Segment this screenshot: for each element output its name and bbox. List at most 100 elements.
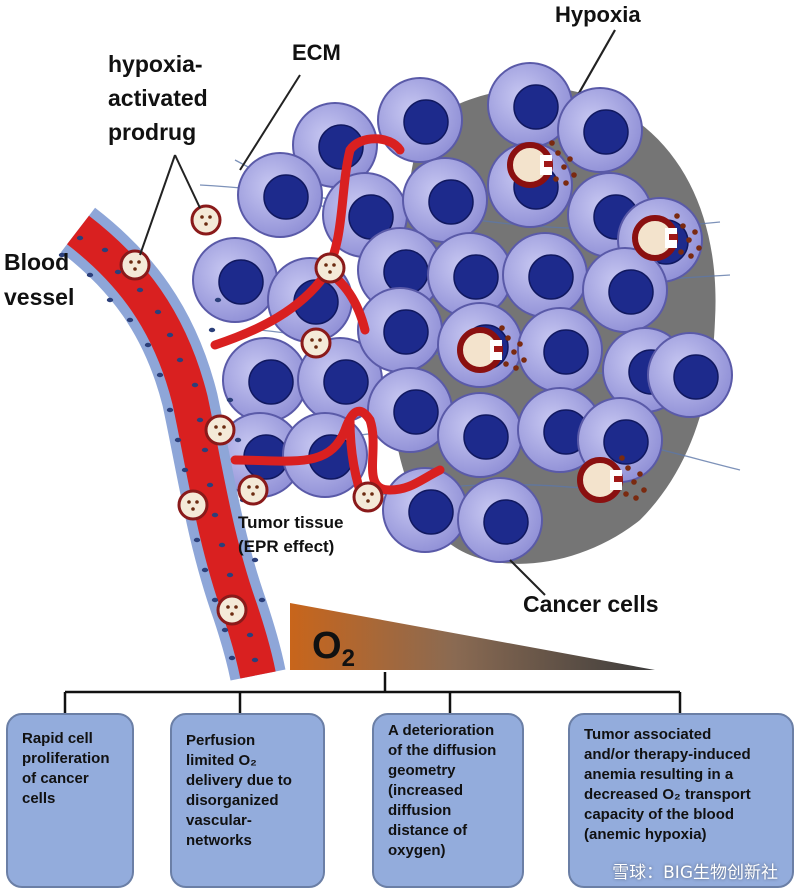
endothelial-nucleus (166, 407, 174, 413)
endothelial-nucleus (86, 272, 94, 278)
box-line: Tumor associated (584, 726, 712, 743)
box-line: vascular- (186, 812, 252, 829)
box-line: decreased O₂ transport (584, 786, 751, 803)
blood-vessel-label-line1: Blood (4, 249, 69, 275)
cancer-cell (502, 232, 588, 318)
endothelial-nucleus (196, 417, 204, 423)
endothelial-nucleus (174, 437, 182, 443)
box-line: limited O₂ (186, 752, 257, 769)
prodrug-particle (237, 474, 269, 506)
box-line: Rapid cell (22, 730, 93, 747)
prodrug-label-line1: hypoxia- (108, 51, 203, 77)
cancer-cell (437, 392, 523, 478)
endothelial-nucleus (228, 655, 236, 661)
box-line: oxygen) (388, 842, 446, 859)
endothelial-nucleus (234, 437, 242, 443)
endothelial-nucleus (114, 269, 122, 275)
endothelial-nucleus (208, 327, 216, 333)
cause-box-perfusion: Perfusion limited O₂ delivery due to dis… (170, 713, 325, 888)
endothelial-nucleus (251, 657, 259, 663)
cell-nucleus (483, 499, 529, 545)
endothelial-nucleus (251, 557, 259, 563)
box-line: cells (22, 790, 56, 807)
cancer-cell (402, 157, 488, 243)
cell-nucleus (248, 359, 294, 405)
box-line: networks (186, 832, 252, 849)
blood-vessel-label-line2: vessel (4, 284, 74, 310)
box-line: geometry (388, 762, 456, 779)
prodrug-particle (300, 327, 332, 359)
cell-nucleus (513, 84, 559, 130)
prodrug-label-line3: prodrug (108, 119, 196, 145)
prodrug-particle (204, 414, 236, 446)
endothelial-nucleus (226, 397, 234, 403)
cause-box-proliferation: Rapid cell proliferation of cancer cells (6, 713, 134, 888)
cancer-cell (517, 307, 603, 393)
prodrug-particle (352, 481, 384, 513)
endothelial-nucleus (221, 627, 229, 633)
cancer-cells-pointer (509, 559, 546, 596)
bracket-connector (63, 672, 682, 715)
endothelial-nucleus (226, 572, 234, 578)
endothelial-nucleus (211, 597, 219, 603)
endothelial-nucleus (126, 317, 134, 323)
endothelial-nucleus (191, 382, 199, 388)
ecm-pointer (239, 74, 301, 171)
cancer-cell (237, 152, 323, 238)
endothelial-nucleus (101, 247, 109, 253)
box-line: of cancer (22, 770, 89, 787)
endothelial-nucleus (58, 252, 66, 258)
cancer-cell (222, 337, 308, 423)
box-line: proliferation (22, 750, 110, 767)
endothelial-nucleus (201, 447, 209, 453)
cancer-cell (367, 367, 453, 453)
endothelial-nucleus (258, 597, 266, 603)
activated-prodrug (457, 325, 527, 373)
box-line: diffusion (388, 802, 452, 819)
activated-prodrug (632, 213, 702, 261)
prodrug-particle (216, 594, 248, 626)
activated-prodrug (507, 140, 577, 188)
tumor-tissue-label-line1: Tumor tissue (238, 513, 343, 532)
box-line: (increased (388, 782, 464, 799)
cell-nucleus (603, 419, 649, 465)
hypoxia-pointer (574, 29, 616, 101)
endothelial-nucleus (144, 342, 152, 348)
blood-vessel (58, 207, 286, 681)
cell-nucleus (218, 259, 264, 305)
endothelial-nucleus (211, 512, 219, 518)
hypoxia-label: Hypoxia (555, 2, 641, 27)
cancer-cells-label: Cancer cells (523, 591, 659, 617)
box-line: (anemic hypoxia) (584, 826, 707, 843)
endothelial-nucleus (218, 542, 226, 548)
box-line: and/or therapy-induced (584, 746, 751, 763)
prodrug-particle (177, 489, 209, 521)
endothelial-nucleus (106, 297, 114, 303)
cell-nucleus (393, 389, 439, 435)
endothelial-nucleus (176, 357, 184, 363)
cancer-cell (192, 237, 278, 323)
cell-nucleus (383, 249, 429, 295)
cell-nucleus (323, 359, 369, 405)
oxygen-gradient: O2 (290, 603, 655, 672)
cancer-cell (297, 337, 383, 423)
endothelial-nucleus (206, 482, 214, 488)
endothelial-nucleus (166, 332, 174, 338)
endothelial-nucleus (246, 632, 254, 638)
prodrug-label-line2: activated (108, 85, 208, 111)
endothelial-nucleus (156, 372, 164, 378)
endothelial-nucleus (136, 287, 144, 293)
cell-nucleus (583, 109, 629, 155)
prodrug-particle (119, 249, 151, 281)
endothelial-nucleus (214, 297, 222, 303)
cancer-cell (647, 332, 733, 418)
cancer-cell (457, 477, 543, 563)
activated-prodrugs (457, 140, 702, 503)
box-line: of the diffusion (388, 742, 497, 759)
cancer-cell (582, 247, 668, 333)
ecm-label: ECM (292, 40, 341, 65)
box-line: capacity of the blood (584, 806, 735, 823)
box-line: anemia resulting in a (584, 766, 734, 783)
box-line: A deterioration (388, 722, 495, 739)
